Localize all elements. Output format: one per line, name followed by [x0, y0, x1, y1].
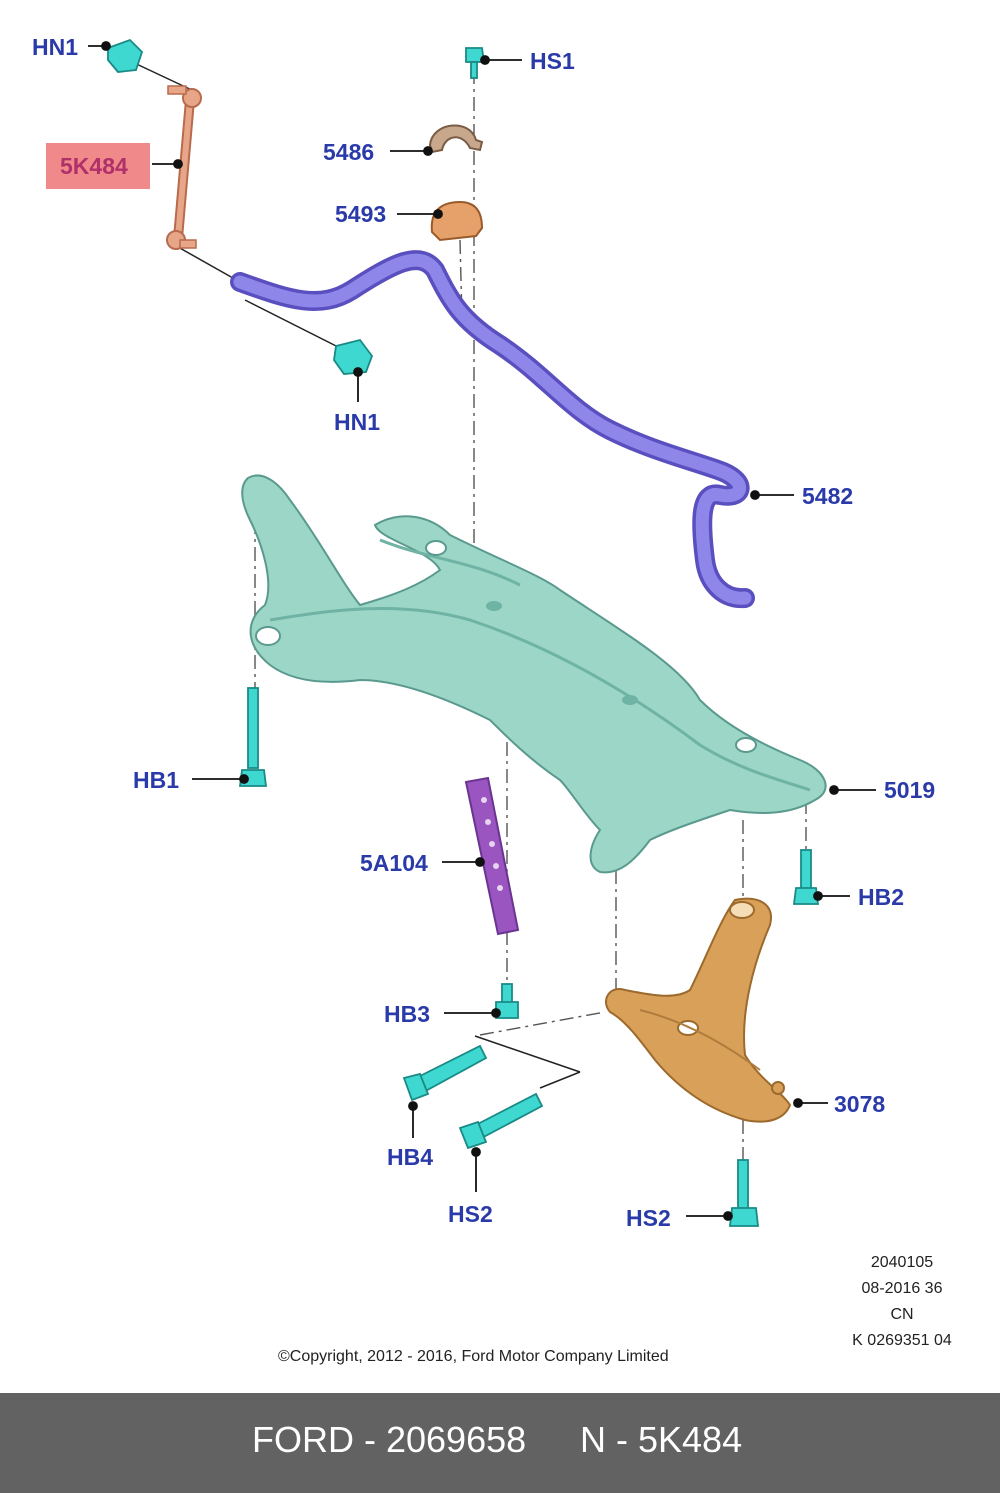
- copyright-text: ©Copyright, 2012 - 2016, Ford Motor Comp…: [278, 1348, 669, 1365]
- label-hn1-mid[interactable]: HN1: [334, 409, 380, 435]
- parts-diagram: HN1 HS1 5K484 5486 5493 HN1 5482 HB1 501…: [32, 34, 935, 1231]
- label-5a104[interactable]: 5A104: [360, 850, 428, 876]
- bolt-hb4-head: [402, 1072, 430, 1102]
- meta-line-3: CN: [890, 1306, 914, 1323]
- stabilizer-link: [166, 85, 202, 250]
- leader-lines: [127, 59, 581, 1089]
- label-hs1[interactable]: HS1: [530, 48, 575, 74]
- meta-line-1: 2040105: [870, 1254, 934, 1271]
- label-hb4[interactable]: HB4: [387, 1144, 433, 1170]
- label-hb3[interactable]: HB3: [384, 1001, 430, 1027]
- bolt-hb2-shank: [800, 849, 812, 891]
- bolt-hs2-right-head: [728, 1207, 760, 1227]
- label-hs2-left[interactable]: HS2: [448, 1201, 493, 1227]
- diagram-metadata: 2040105 08-2016 36 CN K 0269351 04: [832, 1250, 972, 1354]
- meta-line-4: K 0269351 04: [852, 1332, 952, 1349]
- label-3078[interactable]: 3078: [834, 1091, 885, 1117]
- label-hb1[interactable]: HB1: [133, 767, 179, 793]
- bolt-hs2-right-shank: [737, 1159, 749, 1211]
- callout-leaders: [88, 41, 876, 1221]
- clamp-5486: [428, 124, 484, 154]
- bolt-hs2-left-head: [458, 1120, 488, 1150]
- highlight-box: [46, 143, 150, 189]
- nut-hn1-mid: [333, 338, 374, 375]
- label-5493[interactable]: 5493: [335, 201, 386, 227]
- label-hs2-right[interactable]: HS2: [626, 1205, 671, 1231]
- footer-bar: FORD - 2069658 N - 5K484: [0, 1393, 1000, 1493]
- subframe: [241, 474, 827, 874]
- label-5k484[interactable]: 5K484: [60, 153, 128, 179]
- nut-hn1-top: [107, 38, 144, 73]
- label-5019[interactable]: 5019: [884, 777, 935, 803]
- bolt-hs1-shank: [470, 61, 478, 79]
- control-arm: [605, 897, 792, 1123]
- bushing-5493: [430, 200, 484, 242]
- footer-part-name: N - 5K484: [580, 1419, 743, 1460]
- fasteners: [107, 38, 820, 1227]
- meta-line-2: 08-2016 36: [861, 1280, 943, 1297]
- footer-part-number: FORD - 2069658: [252, 1419, 527, 1460]
- label-hn1-top[interactable]: HN1: [32, 34, 78, 60]
- bolt-hb1-shank: [247, 687, 259, 769]
- bolt-hb3-shank: [501, 983, 513, 1005]
- callout-labels: HN1 HS1 5K484 5486 5493 HN1 5482 HB1 501…: [32, 34, 935, 1231]
- stabilizer-bar: [230, 250, 755, 609]
- bracket: [464, 776, 520, 936]
- label-5482[interactable]: 5482: [802, 483, 853, 509]
- label-5486[interactable]: 5486: [323, 139, 374, 165]
- bolt-hb2-head: [792, 887, 820, 905]
- label-hb2[interactable]: HB2: [858, 884, 904, 910]
